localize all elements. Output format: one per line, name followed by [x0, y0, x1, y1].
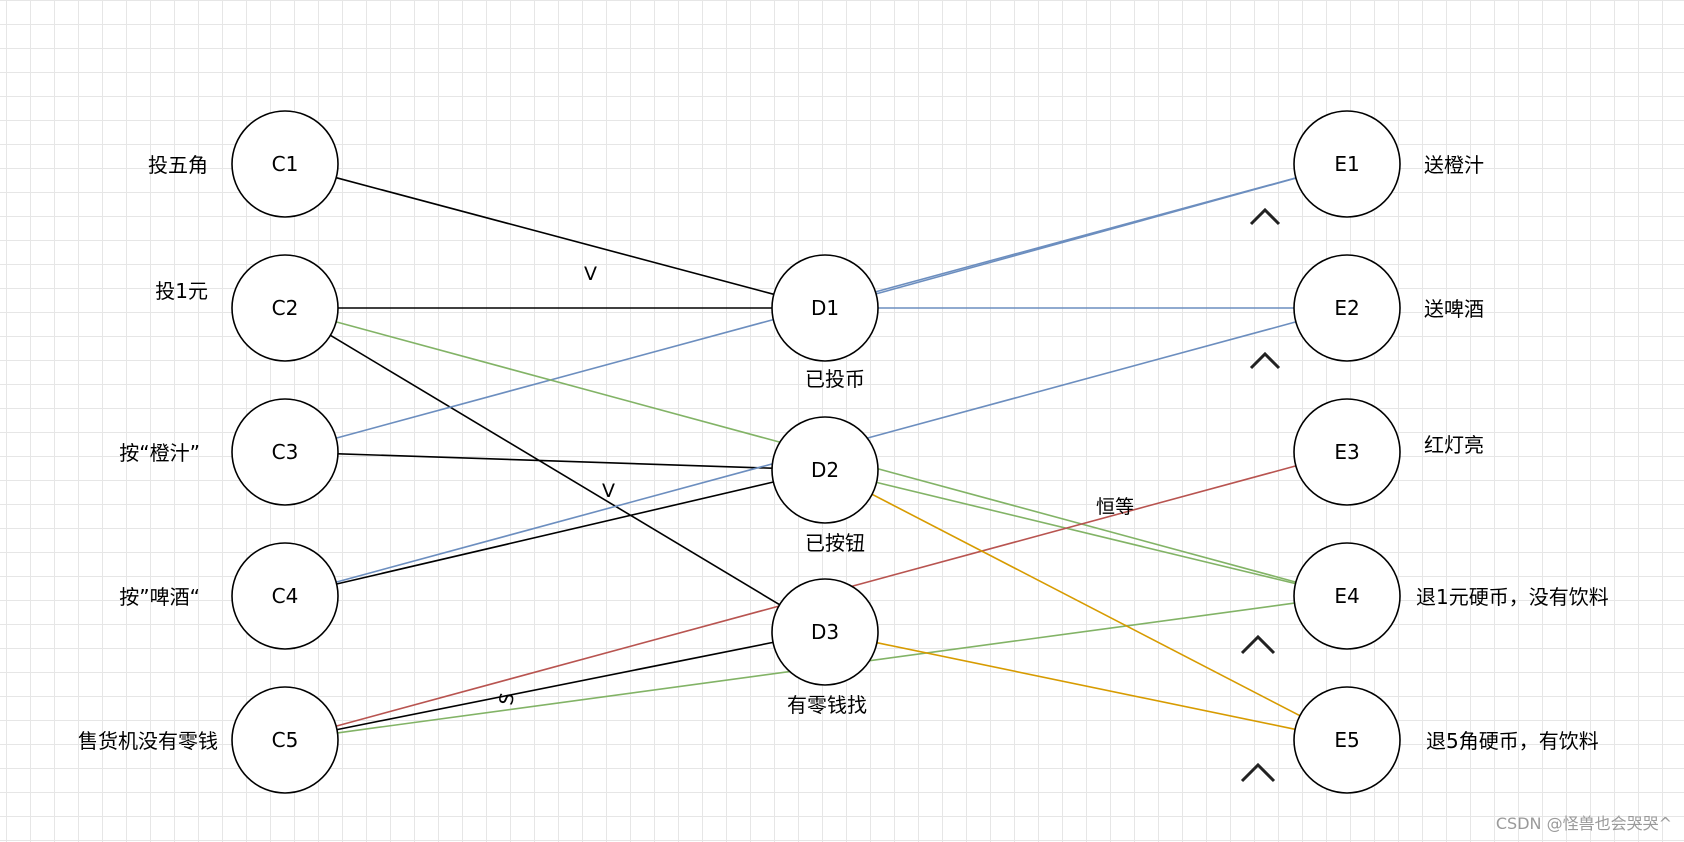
node-label-e2: E2: [1334, 296, 1359, 320]
node-circle-d2: [771, 416, 879, 524]
nodes-layer: C1 投五角 C2 投1元 C3 按“橙汁” C4 按”啤酒“ C5 售货机没有零钱 D1 已投币 D2…: [78, 110, 1609, 794]
node-label-c4: C4: [272, 584, 299, 608]
edge-d1-e1: [875, 177, 1297, 295]
edge-c2-d3: [329, 334, 781, 606]
node-circle-e4: [1293, 542, 1401, 650]
node-desc-c4: 按”啤酒“: [119, 585, 200, 609]
node-c5: C5 售货机没有零钱: [78, 686, 339, 794]
node-e1: E1 送橙汁: [1293, 110, 1484, 218]
node-c4: C4 按”啤酒“: [119, 542, 339, 650]
node-c2: C2 投1元: [155, 254, 339, 362]
edge-c1-d1: [335, 176, 775, 296]
edge-label-v-mid: V: [602, 480, 615, 502]
node-circle-e1: [1293, 110, 1401, 218]
node-desc-d2: 已按钮: [805, 531, 865, 555]
node-d3: D3 有零钱找: [771, 578, 879, 717]
node-circle-d3: [771, 578, 879, 686]
node-label-c5: C5: [272, 728, 299, 752]
node-desc-e5: 退5角硬币，有饮料: [1426, 729, 1599, 753]
node-circle-c5: [231, 686, 339, 794]
node-desc-d1: 已投币: [805, 367, 865, 391]
node-d1: D1 已投币: [771, 254, 879, 391]
node-desc-d3: 有零钱找: [787, 693, 867, 717]
node-e2: E2 送啤酒: [1293, 254, 1484, 362]
node-circle-e3: [1293, 398, 1401, 506]
edge-d2-e4: [876, 481, 1296, 585]
node-label-c1: C1: [272, 152, 299, 176]
node-circle-d1: [771, 254, 879, 362]
node-circle-e2: [1293, 254, 1401, 362]
and-symbol-e1-e2: [1249, 207, 1281, 226]
node-label-e1: E1: [1334, 152, 1359, 176]
edge-c4-d2: [336, 481, 774, 585]
node-label-d1: D1: [811, 296, 839, 320]
node-d2: D2 已按钮: [771, 416, 879, 555]
node-label-d2: D2: [811, 458, 839, 482]
edge-label-identity: 恒等: [1096, 496, 1134, 518]
edge-d3-e5: [876, 641, 1296, 731]
edge-c3-d2: [337, 453, 773, 469]
node-e5: E5 退5角硬币，有饮料: [1293, 686, 1599, 794]
node-desc-e4: 退1元硬币，没有饮料: [1416, 585, 1609, 609]
node-label-c3: C3: [272, 440, 299, 464]
and-symbol-e4: [1240, 634, 1276, 655]
and-symbols: [1240, 207, 1281, 783]
node-label-e4: E4: [1334, 584, 1359, 608]
node-label-d3: D3: [811, 620, 839, 644]
and-symbol-e5: [1240, 762, 1276, 783]
edge-c5-d3: [336, 641, 774, 731]
node-desc-e3: 红灯亮: [1424, 433, 1484, 457]
edge-label-v-top: V: [584, 263, 597, 285]
node-desc-c1: 投五角: [148, 153, 208, 177]
node-e3: E3 红灯亮: [1293, 398, 1484, 506]
node-circle-c1: [231, 110, 339, 218]
and-symbol-e2: [1249, 351, 1281, 370]
edge-label-s: S: [495, 691, 519, 707]
node-desc-c2: 投1元: [155, 279, 208, 303]
node-circle-c3: [231, 398, 339, 506]
node-circle-c4: [231, 542, 339, 650]
node-desc-c5: 售货机没有零钱: [78, 729, 218, 753]
node-label-c2: C2: [272, 296, 299, 320]
node-label-e5: E5: [1334, 728, 1359, 752]
node-label-e3: E3: [1334, 440, 1359, 464]
node-desc-e2: 送啤酒: [1424, 297, 1484, 321]
watermark: CSDN @怪兽也会哭哭^: [1495, 814, 1672, 833]
node-circle-c2: [231, 254, 339, 362]
node-desc-c3: 按“橙汁”: [119, 441, 200, 465]
node-c3: C3 按“橙汁”: [119, 398, 339, 506]
edge-d2-e5: [871, 493, 1301, 717]
node-c1: C1 投五角: [148, 110, 339, 218]
node-desc-e1: 送橙汁: [1424, 153, 1484, 177]
node-circle-e5: [1293, 686, 1401, 794]
node-e4: E4 退1元硬币，没有饮料: [1293, 542, 1609, 650]
